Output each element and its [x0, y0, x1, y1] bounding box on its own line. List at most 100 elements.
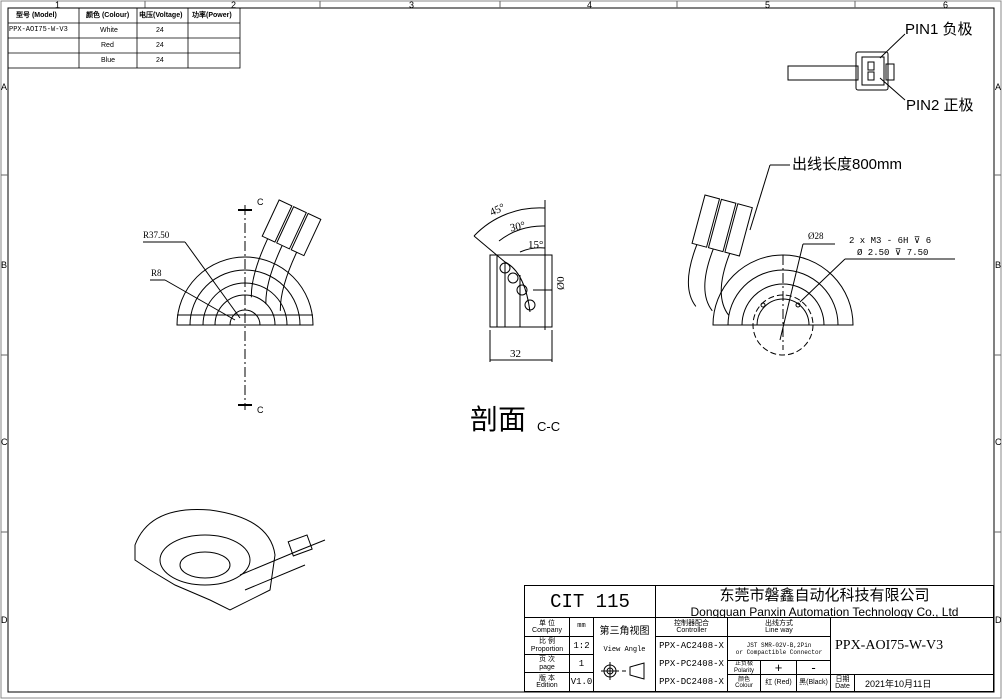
radius-inner-label: R8: [151, 268, 162, 278]
lineway-label-en: Line way: [765, 627, 793, 634]
controller-list: PPX-AC2408-X PPX-PC2408-X PPX-DC2408-X: [655, 636, 728, 692]
zone-col-6: 6: [943, 0, 949, 10]
section-mark-bottom: C: [257, 405, 264, 415]
colour-label-cn: 颜色: [737, 676, 750, 683]
isometric-view: [134, 508, 326, 611]
spec-colour-red: Red: [101, 42, 114, 49]
section-title: 剖面: [470, 405, 527, 436]
diameter-28-label: Ø28: [808, 231, 824, 241]
date-label-cn: 日期: [835, 675, 850, 683]
spec-model-value: PPX-AOI75-W-V3: [9, 26, 68, 34]
edition-value: V1.0: [569, 672, 594, 692]
colour-positive: 红 (Red): [760, 674, 797, 692]
zone-row-d: D: [1, 615, 8, 625]
spec-table-grid: [7, 7, 241, 69]
spec-voltage-1: 24: [156, 27, 164, 34]
model-number: PPX-AOI75-W-V3: [830, 617, 994, 675]
colour-label-en: Colour: [735, 683, 753, 689]
cable-length-label: 出线长度800mm: [792, 156, 903, 173]
projection-cn: 第三角视图: [599, 626, 650, 637]
scale-label-cn: 比 例: [539, 638, 555, 646]
pin2-label: PIN2 正极: [906, 97, 974, 114]
projection-en: View Angle: [603, 646, 646, 654]
lineway-label-cn: 出线方式: [765, 619, 793, 627]
zone-row-d-right: D: [995, 615, 1002, 625]
unit-value: mm: [569, 617, 594, 637]
spec-header-model: 型号 (Model): [16, 12, 57, 19]
hole-spec-line2: Ø 2.50 ⊽ 7.50: [857, 248, 929, 258]
unit-label-cn: 单 位: [539, 619, 555, 627]
page-label-en: page: [539, 663, 555, 671]
zone-ticks: [1, 1, 1001, 533]
polarity-negative: -: [796, 660, 831, 675]
width-32-label: 32: [510, 348, 521, 360]
polarity-positive: +: [760, 660, 797, 675]
lineway-value-2: or Compactible Connector: [735, 648, 823, 656]
zone-row-c-right: C: [995, 437, 1002, 447]
page-label-cn: 页 次: [539, 656, 555, 664]
controller-label-en: Controller: [676, 627, 707, 634]
right-view: [687, 164, 955, 356]
zone-col-3: 3: [409, 0, 415, 10]
connector-drawing: [787, 33, 906, 101]
diameter-0-label: Ø0: [555, 276, 567, 290]
spec-voltage-2: 24: [156, 42, 164, 49]
controller-label-cn: 控制器配合: [674, 619, 709, 627]
page-value: 1: [569, 654, 594, 673]
spec-voltage-3: 24: [156, 57, 164, 64]
hole-spec-line1: 2 x M3 - 6H ⊽ 6: [849, 236, 932, 246]
zone-row-a: A: [1, 82, 8, 92]
lineway-value-1: JST SMR-02V-B,2Pin: [746, 641, 812, 649]
section-title-suffix: C-C: [537, 419, 561, 434]
pin1-label: PIN1 负极: [905, 21, 973, 38]
colour-negative: 黑(Black): [796, 674, 831, 692]
company-name-en: Dongguan Panxin Automation Technology Co…: [690, 605, 959, 618]
zone-row-b-right: B: [995, 260, 1002, 270]
zone-col-2: 2: [231, 0, 237, 10]
front-view: [143, 199, 322, 410]
polarity-label-en: Polarity: [733, 667, 754, 674]
scale-label-en: Proportion: [530, 645, 564, 653]
drawing-code: CIT 115: [524, 585, 656, 618]
company-name-cn: 东莞市磐鑫自动化科技有限公司: [719, 587, 930, 604]
scale-value: 1:2: [569, 636, 594, 655]
third-angle-projection-icon: [600, 662, 644, 680]
spec-header-voltage: 电压(Voltage): [139, 12, 183, 19]
radius-outer-label: R37.50: [143, 230, 170, 240]
title-block: CIT 115 东莞市磐鑫自动化科技有限公司 Dongguan Panxin A…: [524, 585, 994, 692]
zone-col-5: 5: [765, 0, 771, 10]
spec-colour-white: White: [100, 27, 118, 34]
date-value: 2021年10月11日: [854, 674, 994, 692]
spec-header-colour: 颜色 (Colour): [86, 12, 130, 19]
inner-border: [7, 7, 995, 693]
projection-cell: 第三角视图 View Angle: [593, 617, 656, 692]
zone-row-b: B: [1, 260, 8, 270]
controller-item: PPX-PC2408-X: [659, 659, 724, 669]
zone-row-c: C: [1, 437, 8, 447]
polarity-label-cn: 正负极: [734, 661, 753, 668]
date-label-en: Date: [835, 683, 850, 690]
spec-header-power: 功率(Power): [192, 12, 232, 19]
controller-item: PPX-DC2408-X: [659, 677, 724, 687]
angle-15-label: 15°: [528, 239, 544, 251]
zone-col-4: 4: [587, 0, 593, 10]
unit-label-en: Company: [532, 627, 562, 634]
section-mark-top: C: [257, 197, 264, 207]
section-view: [473, 200, 553, 362]
controller-item: PPX-AC2408-X: [659, 641, 724, 651]
edition-label-cn: 版 本: [539, 674, 555, 682]
zone-col-1: 1: [55, 0, 61, 10]
